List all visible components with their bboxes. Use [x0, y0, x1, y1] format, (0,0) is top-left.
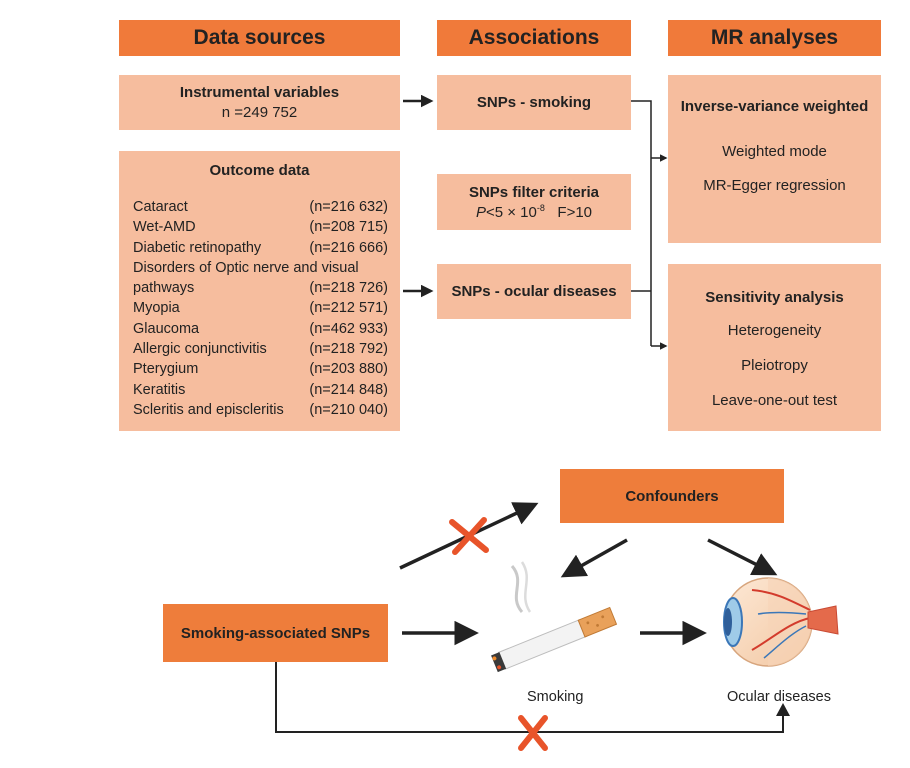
header-associations: Associations [437, 20, 631, 56]
outcome-item: Wet-AMD(n=208 715) [133, 219, 388, 236]
heterogeneity-label: Heterogeneity [727, 322, 822, 339]
loo-label: Leave-one-out test [711, 392, 838, 409]
instrumental-title: Instrumental variables [179, 84, 340, 101]
eye-icon [723, 577, 839, 667]
ivw-label: Inverse-variance weighted [680, 98, 869, 115]
sensitivity-box: Sensitivity analysis Heterogeneity Pleio… [668, 264, 881, 431]
outcome-item: Scleritis and episcleritis(n=210 040) [133, 401, 388, 418]
arrow-confounders-to-smoking [560, 538, 628, 578]
outcome-item: pathways(n=218 726) [133, 280, 388, 297]
sensitivity-title: Sensitivity analysis [705, 289, 844, 306]
smoking-snps-box: Smoking-associated SNPs [163, 604, 388, 662]
filter-criteria: P<5 × 10-8 F>10 [475, 202, 593, 221]
outcome-item: Disorders of Optic nerve and visual [133, 259, 359, 276]
pleiotropy-label: Pleiotropy [741, 357, 808, 374]
snps-smoking-box: SNPs - smoking [437, 75, 631, 130]
cross-icon-direct [518, 715, 548, 751]
arrowhead-direct [776, 703, 790, 716]
outcome-list: Cataract(n=216 632) Wet-AMD(n=208 715) D… [133, 197, 390, 420]
ocular-diseases-label: Ocular diseases [727, 689, 831, 705]
connector-smoking [631, 100, 652, 346]
outcome-item: Allergic conjunctivitis(n=218 792) [133, 341, 388, 358]
outcome-item: Cataract(n=216 632) [133, 199, 388, 215]
filter-title: SNPs filter criteria [468, 183, 600, 201]
outcome-data-box: Outcome data Cataract(n=216 632) Wet-AMD… [119, 151, 400, 431]
outcome-item: Keratitis(n=214 848) [133, 381, 388, 398]
header-mr-analyses: MR analyses [668, 20, 881, 56]
mr-methods-box: Inverse-variance weighted Weighted mode … [668, 75, 881, 243]
outcome-item: Glaucoma(n=462 933) [133, 320, 388, 337]
arrow-confounders-to-ocular [707, 538, 778, 576]
egger-label: MR-Egger regression [703, 177, 846, 194]
cigarette-icon [491, 561, 618, 673]
outcome-item: Diabetic retinopathy(n=216 666) [133, 239, 388, 256]
smoking-label: Smoking [527, 689, 584, 705]
instrumental-count: n =249 752 [221, 104, 298, 121]
header-data-sources: Data sources [119, 20, 400, 56]
outcome-item: Myopia(n=212 571) [133, 300, 388, 317]
cross-icon-confounder [449, 517, 489, 555]
outcome-item: Pterygium(n=203 880) [133, 361, 388, 378]
instrumental-variables-box: Instrumental variables n =249 752 [119, 75, 400, 130]
path-snps-to-ocular [275, 662, 784, 733]
weighted-mode-label: Weighted mode [722, 143, 827, 160]
outcome-title: Outcome data [209, 162, 310, 179]
confounders-box: Confounders [560, 469, 784, 523]
snps-ocular-box: SNPs - ocular diseases [437, 264, 631, 319]
snps-filter-box: SNPs filter criteria P<5 × 10-8 F>10 [437, 174, 631, 230]
